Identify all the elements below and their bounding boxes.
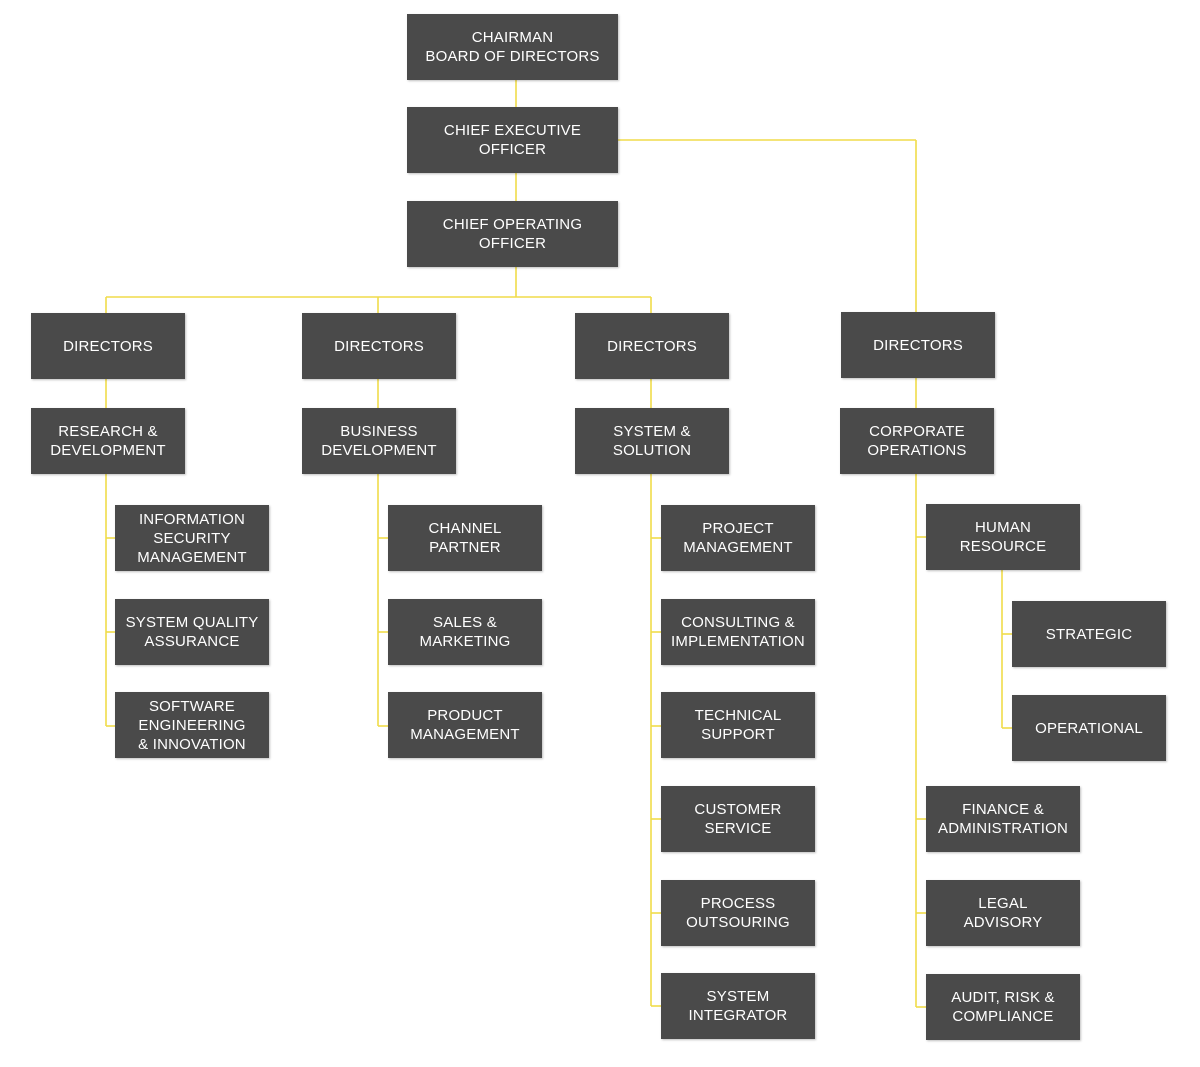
directors-box-syssol: DIRECTORS: [575, 313, 729, 379]
operational-box: OPERATIONAL: [1012, 695, 1166, 761]
strategic-label: STRATEGIC: [1045, 625, 1133, 643]
system-solution-box: SYSTEM &SOLUTION: [575, 408, 729, 474]
research-development-label: RESEARCH &DEVELOPMENT: [50, 423, 166, 459]
directors-label: DIRECTORS: [873, 336, 963, 354]
directors-box-corpops: DIRECTORS: [841, 312, 995, 378]
finance-administration-label: FINANCE &ADMINISTRATION: [937, 801, 1069, 837]
directors-label: DIRECTORS: [63, 337, 153, 355]
strategic-box: STRATEGIC: [1012, 601, 1166, 667]
audit-risk-compliance-box: AUDIT, RISK &COMPLIANCE: [926, 974, 1080, 1040]
sales-marketing-box: SALES &MARKETING: [388, 599, 542, 665]
research-development-box: RESEARCH &DEVELOPMENT: [31, 408, 185, 474]
directors-label: DIRECTORS: [607, 337, 697, 355]
consulting-implementation-box: CONSULTING &IMPLEMENTATION: [661, 599, 815, 665]
directors-box-bizdev: DIRECTORS: [302, 313, 456, 379]
system-solution-label: SYSTEM &SOLUTION: [612, 423, 692, 459]
finance-administration-box: FINANCE &ADMINISTRATION: [926, 786, 1080, 852]
sales-marketing-label: SALES &MARKETING: [419, 614, 511, 650]
consulting-implementation-label: CONSULTING &IMPLEMENTATION: [671, 614, 805, 650]
audit-risk-compliance-label: AUDIT, RISK &COMPLIANCE: [951, 989, 1055, 1025]
directors-label: DIRECTORS: [334, 337, 424, 355]
directors-box-rnd: DIRECTORS: [31, 313, 185, 379]
operational-label: OPERATIONAL: [1035, 719, 1143, 737]
